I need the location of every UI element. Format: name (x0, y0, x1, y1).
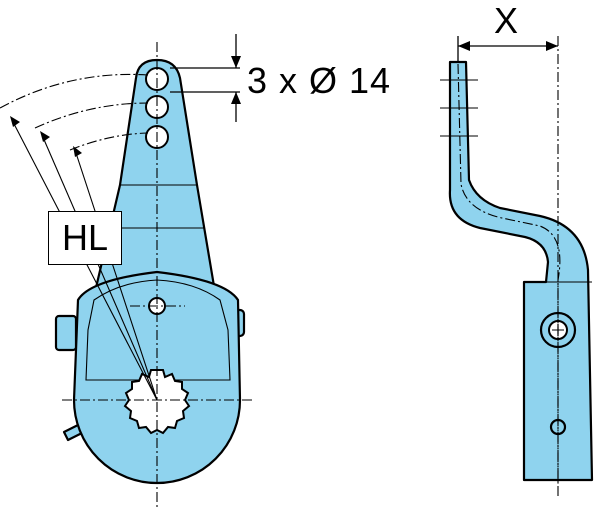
side-profile (448, 60, 594, 482)
hole-dimension (170, 34, 241, 122)
body-recess (85, 279, 231, 381)
lever-arm (93, 58, 217, 294)
front-view (0, 42, 255, 509)
lever-length-label: HL (48, 211, 122, 265)
adjuster-bolt (54, 314, 78, 352)
hole-dimension-label: 3 x Ø 14 (247, 60, 392, 101)
side-view (440, 36, 594, 498)
offset-label: X (494, 0, 519, 41)
offset-dimension (457, 36, 558, 62)
